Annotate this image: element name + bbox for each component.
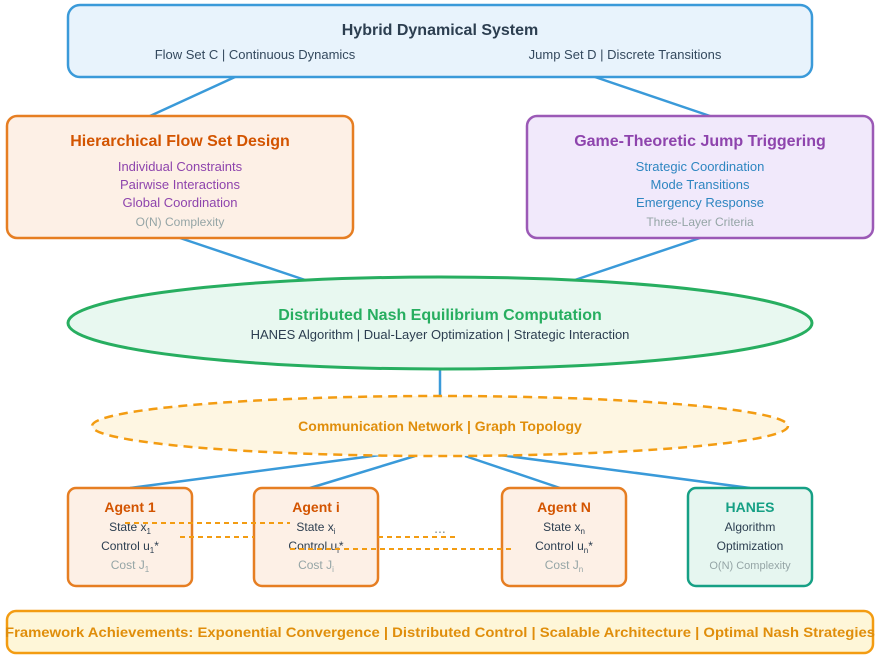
hybrid-system-box: Hybrid Dynamical System Flow Set C | Con… — [66, 3, 814, 79]
agent-control: Control ui* — [288, 539, 343, 555]
agent-cost: Cost J1 — [111, 558, 150, 574]
hanes-note: O(N) Complexity — [709, 560, 791, 572]
agent-cost: Cost Ji — [298, 558, 334, 574]
network-ellipse: Communication Network | Graph Topology — [90, 394, 790, 458]
jump-trigger-box: Game-Theoretic Jump Triggering Strategic… — [525, 114, 875, 240]
jump-item: Mode Transitions — [651, 177, 750, 192]
flow-item: Individual Constraints — [118, 159, 243, 174]
jump-set-label: Jump Set D | Discrete Transitions — [529, 47, 722, 62]
nash-title: Distributed Nash Equilibrium Computation — [278, 307, 602, 324]
agent-state: State xn — [543, 520, 585, 536]
flow-item: Global Coordination — [123, 195, 238, 210]
flow-note: O(N) Complexity — [136, 215, 225, 229]
jump-item: Strategic Coordination — [636, 159, 765, 174]
jump-item: Emergency Response — [636, 195, 764, 210]
agent-cost: Cost Jn — [545, 558, 583, 574]
agents-ellipsis: ... — [434, 520, 446, 536]
nash-ellipse: Distributed Nash Equilibrium Computation… — [66, 275, 814, 371]
agent-interaction-links — [125, 522, 515, 550]
agent-1: Agent 1 State x1 Control u1* Cost J1 — [66, 486, 194, 588]
hanes-title: HANES — [725, 499, 774, 515]
agent-title: Agent i — [292, 499, 339, 515]
nash-subtitle: HANES Algorithm | Dual-Layer Optimizatio… — [251, 327, 630, 342]
footer-banner: Framework Achievements: Exponential Conv… — [5, 609, 875, 655]
connectors — [129, 75, 751, 490]
agent-control: Control un* — [535, 539, 593, 555]
hybrid-title: Hybrid Dynamical System — [342, 22, 539, 39]
agent-control: Control u1* — [101, 539, 159, 555]
flow-set-label: Flow Set C | Continuous Dynamics — [155, 47, 356, 62]
hanes-box: HANES Algorithm Optimization O(N) Comple… — [686, 486, 814, 588]
flow-item: Pairwise Interactions — [120, 177, 240, 192]
flow-design-title: Hierarchical Flow Set Design — [70, 133, 290, 150]
flow-design-box: Hierarchical Flow Set Design Individual … — [5, 114, 355, 240]
footer-text: Framework Achievements: Exponential Conv… — [5, 624, 875, 640]
hanes-line: Algorithm — [725, 520, 776, 534]
agent-state: State xi — [296, 520, 335, 536]
agent-title: Agent 1 — [104, 499, 156, 515]
hanes-line: Optimization — [717, 539, 784, 553]
jump-note: Three-Layer Criteria — [646, 215, 754, 229]
agent-title: Agent N — [537, 499, 591, 515]
jump-trigger-title: Game-Theoretic Jump Triggering — [574, 133, 826, 150]
agent-i: Agent i State xi Control ui* Cost Ji — [252, 486, 380, 588]
agent-n: Agent N State xn Control un* Cost Jn — [500, 486, 628, 588]
network-label: Communication Network | Graph Topology — [298, 418, 582, 434]
